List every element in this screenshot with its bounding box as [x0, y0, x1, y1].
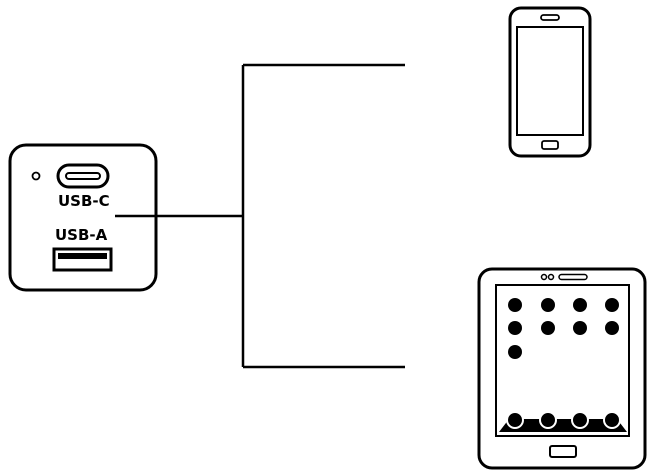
tablet-app-icons: [508, 298, 619, 359]
tablet-dock: [499, 411, 627, 432]
connection-lines: [115, 63, 405, 369]
usb-c-port-icon: [56, 163, 110, 189]
usb-c-label: USB-C: [58, 192, 110, 210]
smartphone-icon: [508, 6, 592, 158]
led-indicator-icon: [31, 171, 41, 181]
charger: USB-C USB-A: [8, 143, 158, 292]
tablet-icon: [477, 267, 647, 470]
usb-a-label: USB-A: [55, 226, 108, 244]
usb-a-port-icon: [52, 247, 113, 272]
charger-body: [8, 143, 158, 292]
